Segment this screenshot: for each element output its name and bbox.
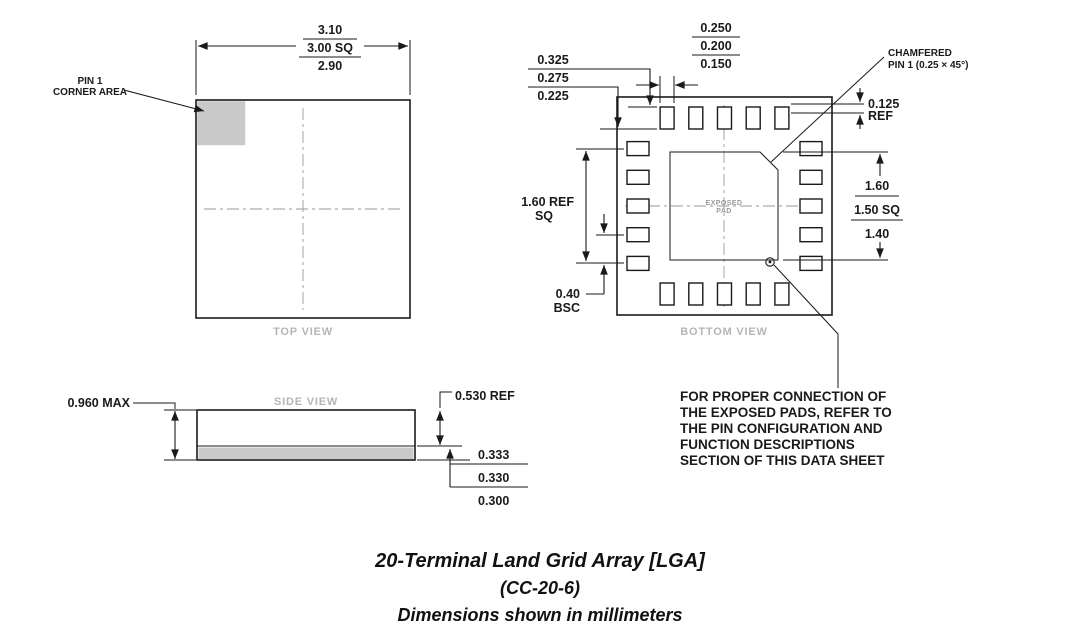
edge-pad-dim-ref: REF [868,109,893,123]
terminal-pad [716,282,733,306]
note-line: FUNCTION DESCRIPTIONS [680,437,855,452]
terminal-layer-shade [198,447,414,459]
caption-title: 20-Terminal Land Grid Array [LGA] [374,550,706,572]
pad-array-dim-line2: SQ [535,209,553,223]
top-size-min: 2.90 [318,59,342,73]
pad-length-min: 0.225 [537,89,568,103]
terminal-pad [688,106,704,130]
terminal-pad [799,198,823,214]
terminal-pad [745,106,761,130]
chamfer-note-line1: CHAMFERED [888,48,952,59]
exposed-pad-max: 1.60 [865,179,889,193]
terminal-pad [799,226,823,243]
terminal-pad [774,106,790,130]
bottom-view-label: BOTTOM VIEW [680,326,767,338]
terminal-pad [626,169,650,186]
dimension-elbow [133,402,176,409]
chamfer-leader-line [770,56,885,163]
top-view: 3.10 3.00 SQ 2.90 PIN 1 CORNER AREA TOP … [53,23,411,338]
terminal-pad [688,282,704,306]
terminal-pad [799,255,823,272]
pitch-dim-value: 0.40 [556,287,580,301]
exposed-pad-label-line1: EXPOSED [706,200,743,207]
side-view-label: SIDE VIEW [274,396,338,408]
pin1-note-line1: PIN 1 [77,76,102,87]
top-size-nom: 3.00 SQ [307,41,353,55]
pin1-note-line2: CORNER AREA [53,87,127,98]
terminal-thickness-max: 0.333 [478,448,509,462]
note-line: THE PIN CONFIGURATION AND [680,421,883,436]
exposed-pad-note: FOR PROPER CONNECTION OF THE EXPOSED PAD… [680,389,892,468]
side-view-outline [196,409,416,461]
note-line: SECTION OF THIS DATA SHEET [680,453,885,468]
note-line: THE EXPOSED PADS, REFER TO [680,405,892,420]
pad-width-max: 0.250 [700,21,731,35]
exposed-pad-min: 1.40 [865,227,889,241]
pin1-leader-line [123,89,205,113]
terminal-pad [626,198,650,214]
edge-pad-dim-value: 0.125 [868,97,899,111]
exposed-pad-indicator-circle [765,257,775,267]
terminal-thickness-min: 0.300 [478,494,509,508]
pitch-dim-bsc: BSC [554,301,580,315]
dimension-elbow [439,391,452,408]
chamfer-note-line2: PIN 1 (0.25 × 45°) [888,60,968,71]
terminal-thickness-nom: 0.330 [478,471,509,485]
bottom-view: EXPOSED PAD 0.250 0.200 0.150 0.325 0.27… [521,21,968,388]
terminal-pad [659,282,675,306]
caption-package-code: (CC-20-6) [500,578,580,598]
terminal-pad [659,106,675,130]
top-view-outline [195,99,411,319]
terminal-pad [745,282,761,306]
pad-width-min: 0.150 [700,57,731,71]
pad-length-max: 0.325 [537,53,568,67]
terminal-pad [626,226,650,243]
note-line: FOR PROPER CONNECTION OF [680,389,886,404]
side-view: SIDE VIEW 0.960 MAX 0.530 REF 0.333 0.33… [67,389,528,508]
dimension-leader [578,68,654,105]
terminal-pad [716,106,733,130]
dimension-leader [578,86,622,127]
terminal-pad [626,140,650,157]
pad-length-nom: 0.275 [537,71,568,85]
pin1-corner-shade [197,101,246,146]
terminal-pad [774,282,790,306]
overall-height-dim: 0.960 MAX [67,396,130,410]
caption: 20-Terminal Land Grid Array [LGA] (CC-20… [374,550,706,625]
exposed-pad-outline [669,151,779,261]
exposed-pad-label-line2: PAD [716,208,731,215]
top-view-label: TOP VIEW [273,326,333,338]
pad-array-dim-line1: 1.60 REF [521,195,574,209]
exposed-pad-nom: 1.50 SQ [854,203,900,217]
exposed-pad-indicator-dot [768,260,772,264]
note-leader-line [773,264,839,388]
caption-units-note: Dimensions shown in millimeters [397,605,682,625]
bottom-view-outline [616,96,833,316]
pad-width-nom: 0.200 [700,39,731,53]
body-height-dim: 0.530 REF [455,389,515,403]
terminal-pad [799,140,823,157]
top-size-max: 3.10 [318,23,342,37]
terminal-pads [626,106,823,306]
terminal-pad [626,255,650,272]
terminal-pad [799,169,823,186]
